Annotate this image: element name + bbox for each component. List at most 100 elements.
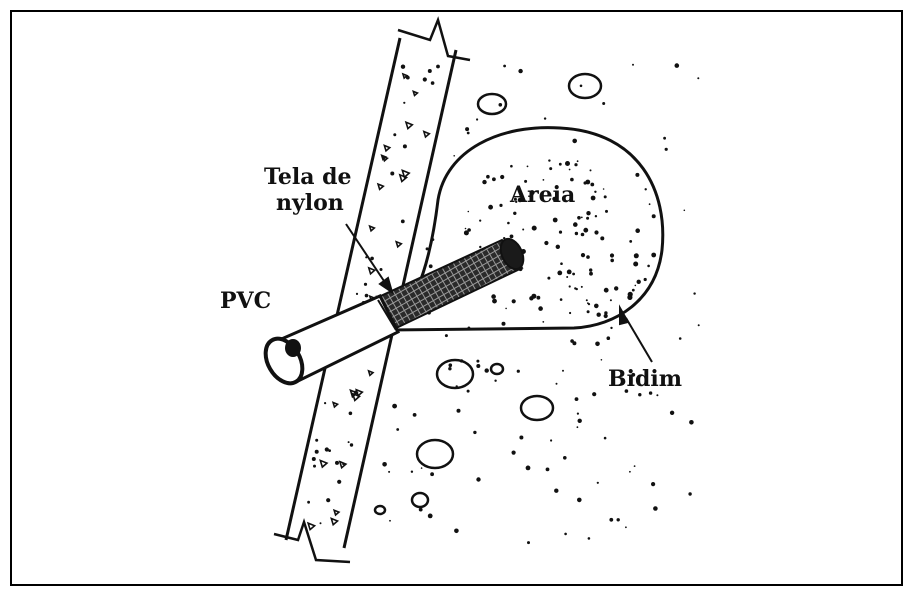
soil-grain [511,451,515,455]
sand-grain [651,253,656,258]
sand-grain [556,245,560,249]
wall-aggregate-grain [423,77,427,81]
soil-grain [544,117,546,119]
soil-grain [689,420,694,425]
wall-aggregate-grain [401,65,405,69]
soil-grain [432,238,435,241]
soil-grain [684,210,686,212]
sand-grain [590,169,592,171]
sand-grain [574,163,577,166]
soil-grain [476,118,478,120]
sand-grain [486,175,490,179]
sand-grain [635,228,640,233]
wall-aggregate-grain [350,443,353,446]
soil-grain [578,419,582,423]
soil-grain [638,393,641,396]
sand-grain [647,265,650,268]
sand-grain [567,270,572,275]
sand-grain [614,286,618,290]
sand-grain [590,183,594,187]
label-bidim: Bidim [608,366,682,392]
sand-grain [529,296,533,300]
soil-grain [663,137,666,140]
sand-grain [610,253,614,257]
soil-grain [448,367,451,370]
soil-grain [604,437,607,440]
sand-grain [492,299,497,304]
soil-grain [476,477,480,481]
sand-grain [549,167,552,170]
sand-grain [605,210,608,213]
soil-grain [453,155,455,157]
wall-aggregate-grain [356,293,358,295]
sand-grain [491,294,496,299]
soil-grain [675,63,680,68]
wall-aggregate-grain [380,268,383,271]
soil-grain [467,390,470,393]
soil-grain [602,102,605,105]
soil-grain [454,529,459,534]
sand-grain [559,231,562,234]
sand-grain [637,280,641,284]
sand-grain [604,195,607,198]
sand-grain [482,180,486,184]
sand-grain [542,321,544,323]
soil-grain [562,370,564,372]
sand-grain [538,306,543,311]
sand-grain [467,228,471,232]
label-sand: Areia [509,182,575,208]
sand-grain [577,160,579,162]
soil-grain [653,506,658,511]
wall-aggregate-grain [431,81,435,85]
soil-grain [688,492,691,495]
sand-grain [577,216,579,218]
sand-grain [591,196,596,201]
soil-grain [413,413,417,417]
sand-grain [569,312,571,314]
wall-aggregate-grain [428,69,432,73]
sand-grain [505,308,507,310]
soil-grain [617,518,620,521]
label-pvc: PVC [220,288,271,314]
soil-grain [632,64,634,66]
label-nylon-line1: Tela de [264,164,352,190]
sand-grain [544,241,548,245]
soil-grain [575,397,579,401]
soil-grain [577,426,579,428]
sand-grain [652,214,656,218]
soil-grain [656,394,658,396]
sand-grain [649,203,651,205]
wall-aggregate-grain [390,172,394,176]
soil-grain [503,65,506,68]
soil-grain [693,292,695,294]
soil-grain [580,85,583,88]
sand-grain [513,212,516,215]
sand-grain [600,236,604,240]
sand-grain [500,175,504,179]
soil-grain [460,359,463,362]
soil-grain [445,334,448,337]
sand-grain [634,253,639,258]
soil-grain [421,467,423,469]
sand-grain [586,217,589,220]
wall-aggregate-grain [406,76,410,80]
wall-aggregate-grain [364,283,367,286]
sand-grain [604,288,609,293]
sand-grain [588,303,590,305]
sand-grain [635,285,637,287]
soil-grain [518,69,522,73]
sand-grain [629,240,632,243]
soil-grain [698,324,700,326]
sand-grain [572,273,575,276]
wall-aggregate-grain [307,501,310,504]
sand-grain [589,268,592,271]
sand-grain [610,299,612,301]
soil-grain [429,264,433,268]
sand-grain [628,292,633,297]
sand-grain [492,177,496,181]
sand-grain [565,161,570,166]
soil-grain [389,520,391,522]
sand-grain [586,255,590,259]
wall-aggregate-grain [401,220,405,224]
sand-grain [597,313,601,317]
